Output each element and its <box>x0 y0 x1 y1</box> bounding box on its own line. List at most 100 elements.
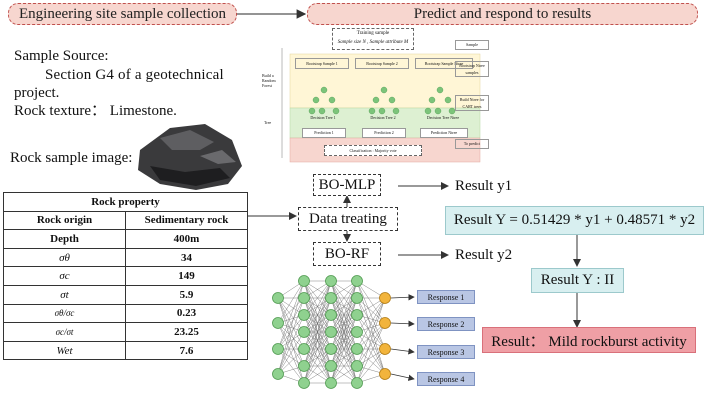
nn-connection <box>277 331 305 375</box>
tree-cluster-2 <box>368 86 400 115</box>
nn-connection <box>277 297 305 333</box>
nn-connection <box>356 348 386 375</box>
nn-connection <box>356 322 386 350</box>
nn-connection <box>330 280 358 367</box>
tree-label-1: Decision Tree 1 <box>310 115 336 120</box>
nn-connection <box>356 297 386 350</box>
row-label-sigma-t: σt <box>3 284 126 305</box>
nn-connection <box>330 297 358 316</box>
nn-connection <box>303 314 332 333</box>
nn-connection <box>330 331 358 350</box>
nn-connection <box>330 331 358 384</box>
tree-cluster-1 <box>308 86 340 115</box>
row-label-sigma-c: σc <box>3 266 126 286</box>
hidden-node <box>325 309 337 321</box>
nn-connection <box>277 322 305 367</box>
row-label-depth: Depth <box>3 229 126 249</box>
nn-connection <box>356 297 386 316</box>
hidden-node <box>298 360 310 372</box>
result-final-box: Result： Mild rockburst activity <box>482 327 696 353</box>
response-4: Response 4 <box>417 372 475 386</box>
row-value-origin: Sedimentary rock <box>125 210 248 231</box>
row-value-sigma-theta: 34 <box>125 247 248 268</box>
table-row: Rock origin Sedimentary rock <box>3 210 248 231</box>
nn-connection <box>303 297 332 316</box>
nn-connection <box>330 280 358 299</box>
output-node <box>379 368 391 380</box>
bo-mlp-box: BO-MLP <box>313 174 381 196</box>
hidden-node <box>298 309 310 321</box>
hidden-node <box>351 343 363 355</box>
nn-connection <box>303 331 332 384</box>
nn-connection <box>303 314 332 384</box>
nn-connection <box>277 322 305 350</box>
nn-connection <box>356 297 386 350</box>
nn-connection <box>277 314 305 324</box>
nn-connection <box>330 365 358 384</box>
nn-connection <box>303 297 332 384</box>
phase-predict-respond: Predict and respond to results <box>307 3 698 25</box>
hidden-node <box>298 292 310 304</box>
prediction-box-3: Prediction Ntree <box>420 128 468 138</box>
nn-connection <box>330 331 358 350</box>
nn-connection <box>303 297 332 333</box>
nn-connection <box>277 348 305 367</box>
nn-connection <box>330 297 358 384</box>
table-row: σθ 34 <box>3 247 248 268</box>
nn-connection <box>356 322 386 384</box>
hidden-node <box>351 326 363 338</box>
nn-connection <box>330 297 358 367</box>
classification-box: Classification : Majority vote <box>324 145 422 156</box>
nn-connection <box>303 297 332 367</box>
table-row: σc/σt 23.25 <box>3 322 248 342</box>
side-tree-label: Tree <box>264 120 272 125</box>
nn-connection <box>277 297 305 350</box>
table-header-row: Rock property <box>3 192 248 212</box>
row-label-brittleness: σc/σt <box>3 322 126 342</box>
hidden-node <box>298 326 310 338</box>
bootstrap-box-1: Bootstrap Sample 1 <box>295 58 349 69</box>
random-forest-diagram: Training sample Sample size N , Sample a… <box>262 28 482 163</box>
nn-connection <box>356 280 386 299</box>
nn-connection <box>277 297 305 324</box>
table-row: Depth 400m <box>3 229 248 249</box>
nn-connection <box>303 331 332 367</box>
row-value-sigma-t: 5.9 <box>125 284 248 305</box>
neural-network-output-arrows <box>390 294 415 381</box>
side-sample-box: Sample <box>455 40 489 50</box>
nn-connection <box>330 314 358 350</box>
result-y2: Result y2 <box>455 247 513 263</box>
nn-connection <box>303 348 332 367</box>
nn-connection <box>303 314 332 333</box>
rock-property-table: Rock property Rock origin Sedimentary ro… <box>3 192 248 361</box>
nn-connection <box>330 365 358 384</box>
nn-connection <box>303 365 332 384</box>
nn-connection <box>356 297 386 324</box>
nn-connection <box>303 314 332 367</box>
hidden-node <box>325 326 337 338</box>
nn-connection <box>330 314 358 333</box>
hidden-node <box>325 360 337 372</box>
hidden-node <box>272 343 284 355</box>
nn-connection <box>303 297 332 350</box>
nn-connection <box>303 314 332 350</box>
side-build-box: Build Ntree for CART trees <box>455 95 489 111</box>
nn-connection <box>330 314 358 367</box>
nn-connection <box>303 297 332 350</box>
nn-connection <box>356 314 386 324</box>
nn-connection <box>303 280 332 316</box>
rock-texture: Rock texture： Limestone. <box>14 103 177 119</box>
rock-sample-image <box>138 124 242 190</box>
result-class-box: Result Y : II <box>531 268 624 293</box>
side-bootstrap-box: Bootstrap Ntree samples <box>455 61 489 77</box>
nn-connection <box>356 373 386 384</box>
phase-sample-collection: Engineering site sample collection <box>8 3 237 25</box>
nn-connection <box>277 322 305 384</box>
nn-connection <box>330 280 358 350</box>
nn-connection <box>356 331 386 375</box>
nn-connection <box>356 280 386 324</box>
output-to-response-arrow <box>390 373 415 381</box>
bootstrap-box-2: Bootstrap Sample 2 <box>355 58 409 69</box>
nn-connection <box>356 280 386 375</box>
row-label-wet: Wet <box>3 340 126 361</box>
